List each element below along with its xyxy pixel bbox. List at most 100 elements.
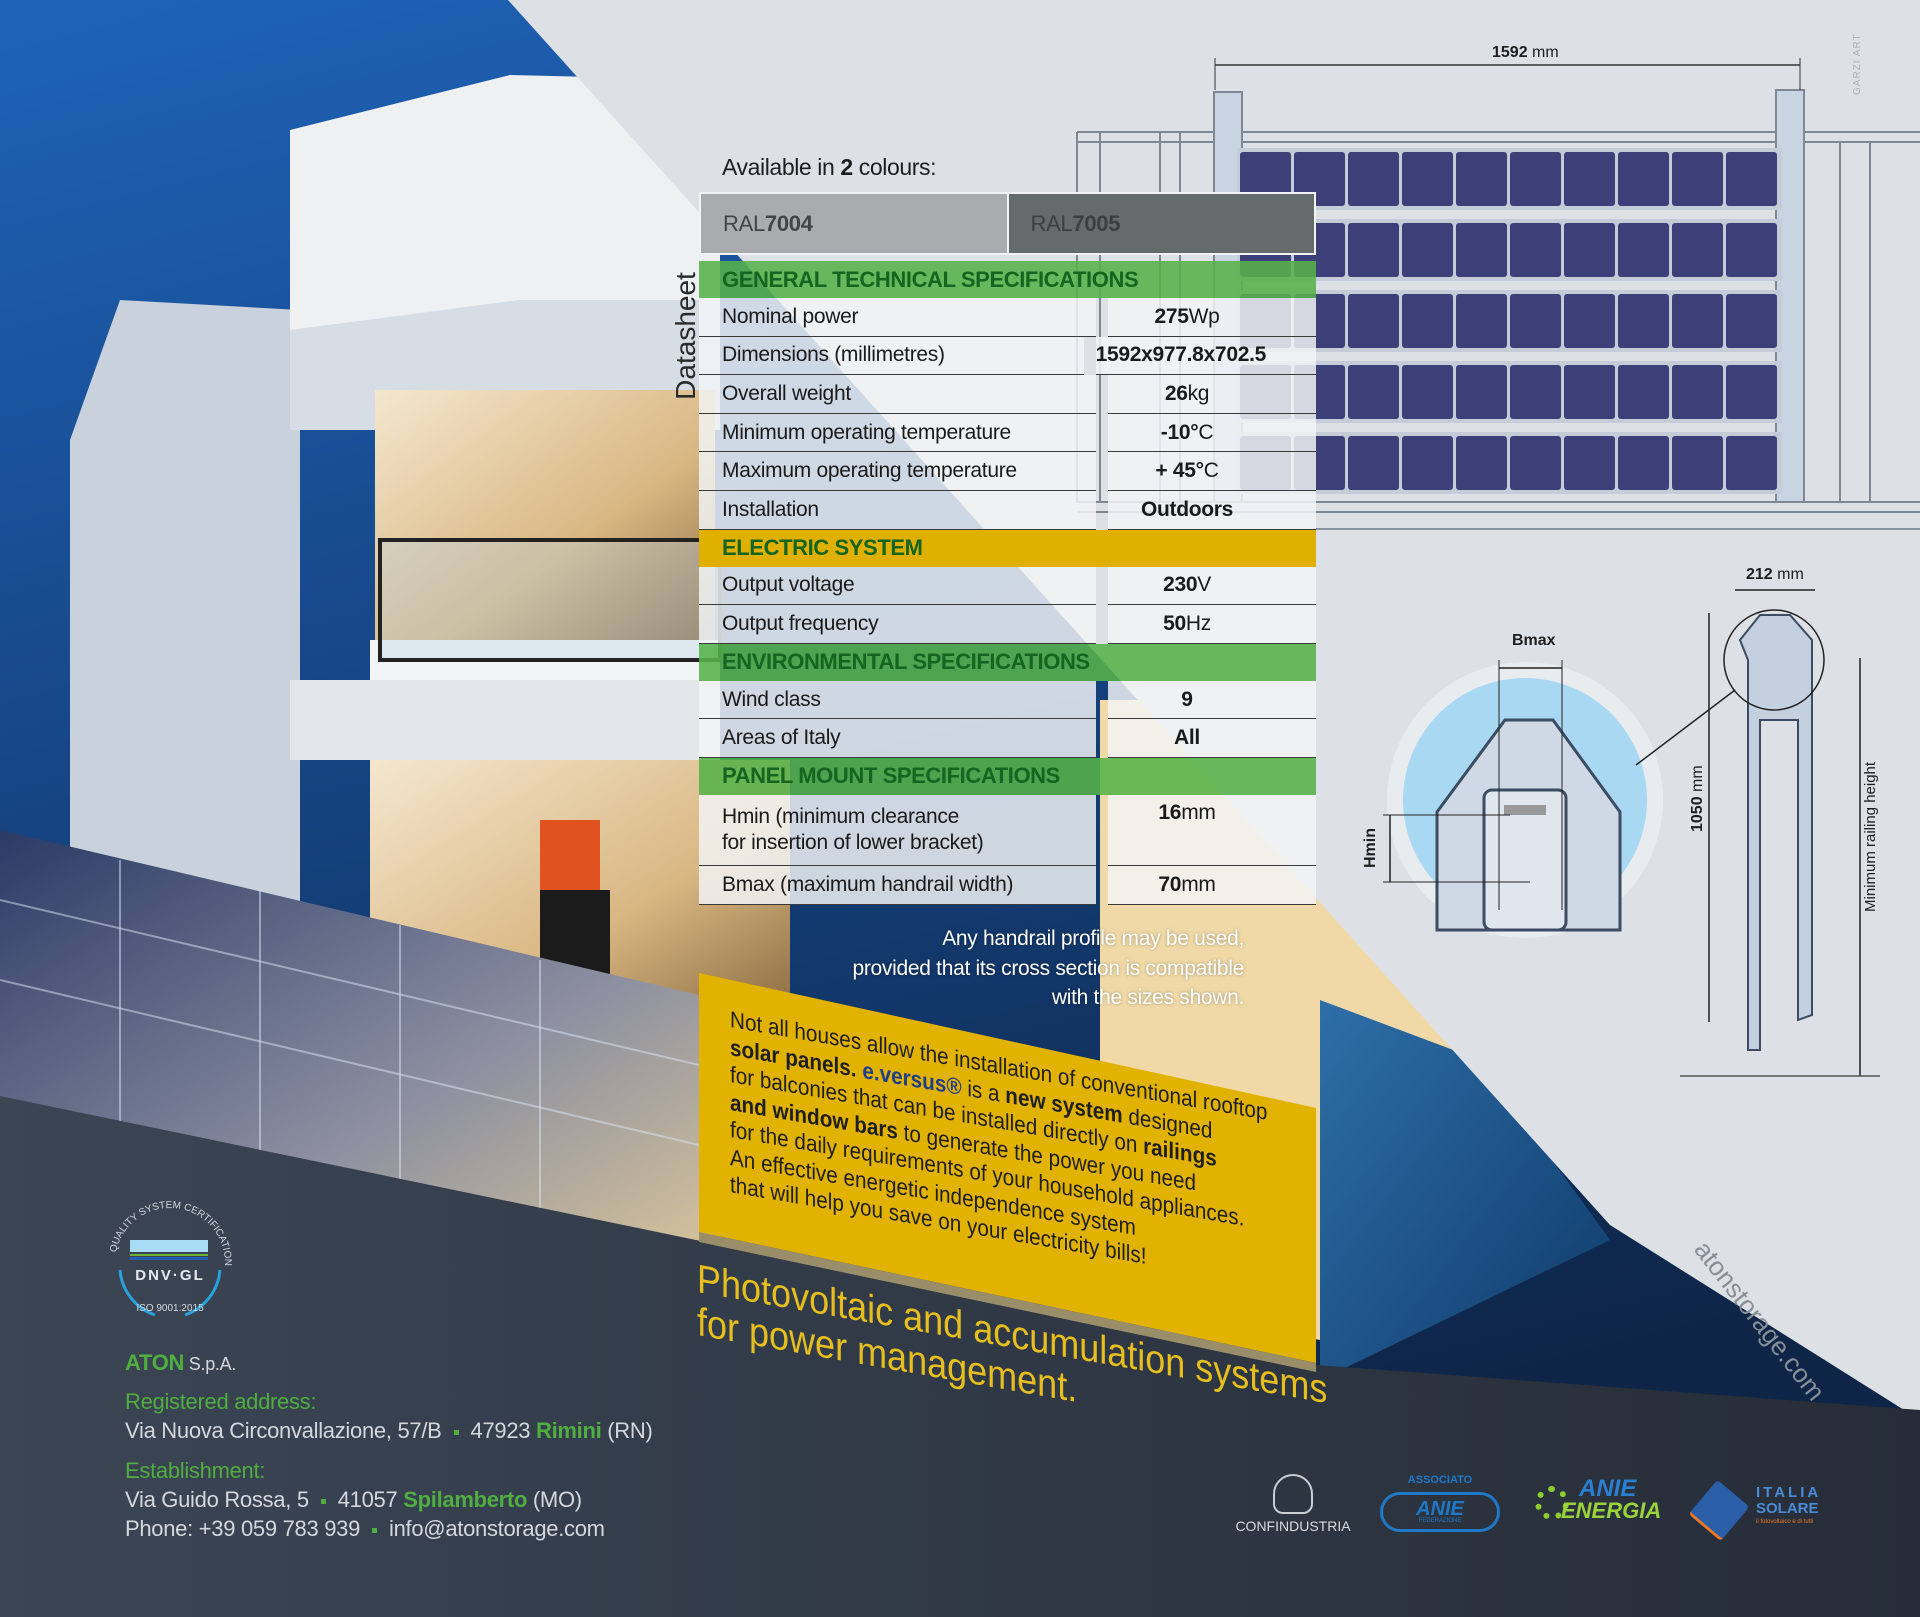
note-line: provided that its cross section is compa…	[852, 956, 1244, 980]
spec-value: 275 Wp	[1108, 298, 1316, 337]
email-link[interactable]: info@atonstorage.com	[389, 1516, 605, 1541]
spec-label: Installation	[699, 490, 1096, 530]
solar-cell	[1672, 152, 1723, 206]
section-header: ENVIRONMENTAL SPECIFICATIONS	[699, 643, 1316, 681]
spec-value-unit: mm	[1181, 800, 1216, 824]
solar-cell	[1726, 436, 1777, 490]
spec-row: Maximum operating temperature + 45°C	[699, 452, 1316, 491]
spec-value-number: 70	[1158, 872, 1182, 896]
spec-value-number: 230	[1163, 573, 1198, 597]
spec-label: Areas of Italy	[699, 719, 1096, 758]
spec-value-number: 9	[1181, 687, 1193, 711]
solar-cell	[1726, 294, 1777, 348]
solar-cell	[1348, 436, 1399, 490]
colour-swatches: RAL 7004 RAL 7005	[699, 192, 1316, 255]
footer-background	[0, 1096, 1920, 1617]
spec-value-number: Outdoors	[1140, 497, 1234, 521]
spec-value-unit: C	[1198, 420, 1214, 444]
svg-text:QUALITY SYSTEM CERTIFICATION: QUALITY SYSTEM CERTIFICATION	[108, 1200, 233, 1266]
solar-cell	[1402, 152, 1453, 206]
establishment-label: Establishment:	[125, 1458, 266, 1483]
solar-cell	[1618, 223, 1669, 277]
note-line: with the sizes shown.	[1051, 986, 1244, 1009]
solar-cell	[1564, 436, 1615, 490]
spec-value-number: 275	[1154, 304, 1189, 328]
solar-cell	[1402, 223, 1453, 277]
spec-value: Outdoors	[1108, 490, 1316, 530]
solar-cell	[1726, 152, 1777, 206]
colours-intro: Available in 2 colours:	[722, 154, 937, 180]
spec-value-unit: kg	[1187, 381, 1210, 405]
spec-value-number: All	[1174, 726, 1200, 750]
spec-label: Bmax (maximum handrail width)	[699, 865, 1096, 905]
anie-federazione-logo: ASSOCIATO ANIE FEDERAZIONE	[1380, 1474, 1500, 1532]
spec-label: Maximum operating temperature	[699, 452, 1096, 491]
hmin-label: Hmin	[1362, 828, 1379, 868]
solar-cell	[1672, 365, 1723, 419]
spec-label: Output voltage	[699, 566, 1096, 606]
confindustria-logo: CONFINDUSTRIA	[1233, 1474, 1353, 1534]
solar-cell	[1618, 436, 1669, 490]
spec-value: 1592x977.8x702.5	[1095, 336, 1316, 376]
spec-value: 50 Hz	[1108, 605, 1316, 644]
section-header: GENERAL TECHNICAL SPECIFICATIONS	[699, 261, 1316, 298]
spec-row: Hmin (minimum clearance for insertion of…	[699, 794, 1316, 866]
spec-value-unit: Hz	[1185, 611, 1211, 635]
swatch-ral-7005: RAL 7005	[1006, 194, 1314, 253]
solar-cell	[1456, 223, 1507, 277]
solar-panel-array	[1237, 148, 1782, 494]
spec-value: + 45°C	[1108, 452, 1316, 491]
dnv-gl-certification-logo: QUALITY SYSTEM CERTIFICATION DNV·GL ISO …	[108, 1200, 233, 1317]
bmax-label: Bmax	[1512, 632, 1556, 649]
registered-address-label: Registered address:	[125, 1389, 317, 1414]
spec-value: 9	[1108, 680, 1316, 720]
spec-row: Nominal power 275 Wp	[699, 298, 1316, 337]
solar-cell	[1618, 365, 1669, 419]
spec-value-number: + 45°	[1155, 459, 1204, 483]
solar-cell	[1348, 152, 1399, 206]
svg-text:DNV·GL: DNV·GL	[135, 1267, 205, 1284]
solar-cell	[1510, 294, 1561, 348]
spec-value-unit: V	[1197, 573, 1211, 597]
svg-text:ISO 9001:2015: ISO 9001:2015	[136, 1303, 204, 1314]
spec-value: All	[1108, 719, 1316, 758]
illustrator-credit: GARZI ART	[1852, 33, 1863, 95]
solar-cell	[1726, 365, 1777, 419]
yellow-band	[699, 973, 1316, 1363]
solar-cell	[1456, 294, 1507, 348]
solar-cell	[1564, 223, 1615, 277]
solar-cell	[1726, 223, 1777, 277]
spec-label: Nominal power	[699, 298, 1096, 337]
handrail-note: Any handrail profile may be used, provide…	[760, 924, 1244, 1013]
solar-cell	[1402, 294, 1453, 348]
solar-cell	[1402, 365, 1453, 419]
solar-cell	[1510, 152, 1561, 206]
note-line: Any handrail profile may be used,	[942, 927, 1244, 950]
spec-value: -10°C	[1108, 413, 1316, 453]
spec-row: Installation Outdoors	[699, 490, 1316, 530]
solar-cell	[1510, 436, 1561, 490]
solar-cell	[1348, 223, 1399, 277]
spec-row: Areas of Italy All	[699, 719, 1316, 758]
spec-row: Minimum operating temperature -10°C	[699, 413, 1316, 453]
spec-value-number: 50	[1163, 611, 1186, 635]
spec-value-unit: mm	[1181, 872, 1216, 896]
spec-label: Minimum operating temperature	[699, 413, 1096, 453]
width-dimension: 1592 mm	[1492, 44, 1559, 61]
solar-cell	[1510, 365, 1561, 419]
solar-cell	[1510, 223, 1561, 277]
solar-cell	[1348, 365, 1399, 419]
solar-cell	[1348, 294, 1399, 348]
section-header: ELECTRIC SYSTEM	[699, 529, 1316, 567]
spec-value-unit: Wp	[1188, 304, 1220, 328]
solar-cell	[1672, 436, 1723, 490]
